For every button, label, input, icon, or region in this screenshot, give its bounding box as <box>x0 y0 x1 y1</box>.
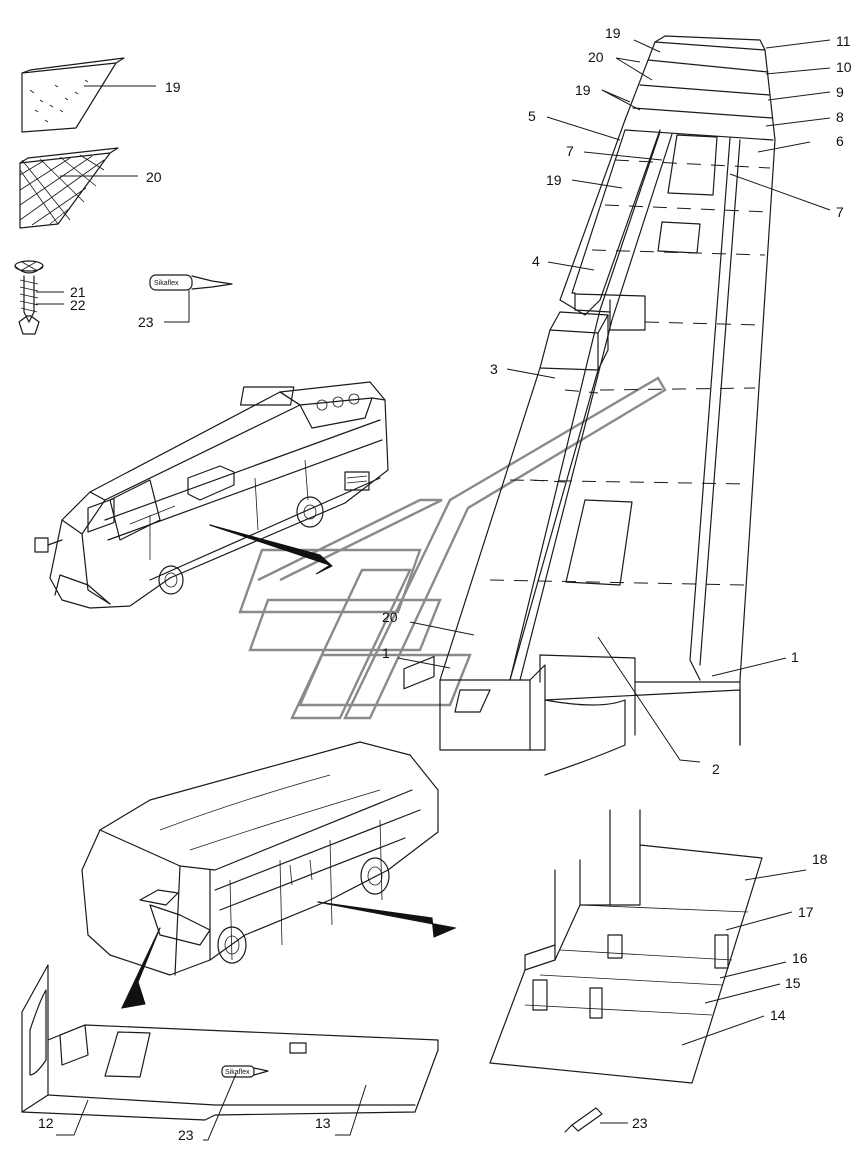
label-20-roof: 20 <box>588 49 604 65</box>
label-20-tray: 20 <box>382 609 398 625</box>
sealant-nozzle-icon <box>564 1107 603 1133</box>
label-20-mesh: 20 <box>146 169 162 185</box>
label-1-left: 1 <box>382 645 390 661</box>
label-11: 11 <box>836 33 851 49</box>
label-23-floor: 23 <box>632 1115 648 1131</box>
callout-lines <box>36 39 831 1141</box>
screw-icon <box>14 260 44 335</box>
label-18: 18 <box>812 851 828 867</box>
product-tag-bottom: Sikaflex <box>225 1069 250 1076</box>
floor-panel-assembly <box>489 809 763 1084</box>
felt-pad-icon <box>21 57 125 133</box>
label-3: 3 <box>490 361 498 377</box>
label-16: 16 <box>792 950 808 966</box>
bus-rear-view-icon <box>81 656 457 1009</box>
label-23-bracket: 23 <box>178 1127 194 1143</box>
label-17: 17 <box>798 904 814 920</box>
label-22: 22 <box>70 297 86 313</box>
label-2: 2 <box>712 761 720 777</box>
floor-bracket-assembly: Sikaflex <box>21 964 439 1121</box>
label-14: 14 <box>770 1007 786 1023</box>
label-4: 4 <box>532 253 540 269</box>
sealant-tube-icon: Sikaflex <box>149 274 233 291</box>
label-5: 5 <box>528 108 536 124</box>
label-15: 15 <box>785 975 801 991</box>
label-9: 9 <box>836 84 844 100</box>
label-19-roof-mid: 19 <box>575 82 591 98</box>
label-1-right: 1 <box>791 649 799 665</box>
label-21: 21 <box>70 284 86 300</box>
mesh-pad-icon <box>19 147 119 229</box>
roof-tray-assembly <box>439 35 776 776</box>
part-number-labels: 19 20 21 22 23 19 20 19 5 7 19 4 3 11 10… <box>38 25 852 1143</box>
product-tag-top: Sikaflex <box>154 280 179 287</box>
label-19-roof-top: 19 <box>605 25 621 41</box>
label-13: 13 <box>315 1115 331 1131</box>
label-12: 12 <box>38 1115 54 1131</box>
label-10: 10 <box>836 59 852 75</box>
label-7-left: 7 <box>566 143 574 159</box>
label-19-felt: 19 <box>165 79 181 95</box>
label-8: 8 <box>836 109 844 125</box>
watermark-logo-icon <box>238 376 667 720</box>
label-6: 6 <box>836 133 844 149</box>
label-19-roof-low: 19 <box>546 172 562 188</box>
label-7-right: 7 <box>836 204 844 220</box>
bus-exterior-icon <box>34 381 389 609</box>
label-23-top: 23 <box>138 314 154 330</box>
